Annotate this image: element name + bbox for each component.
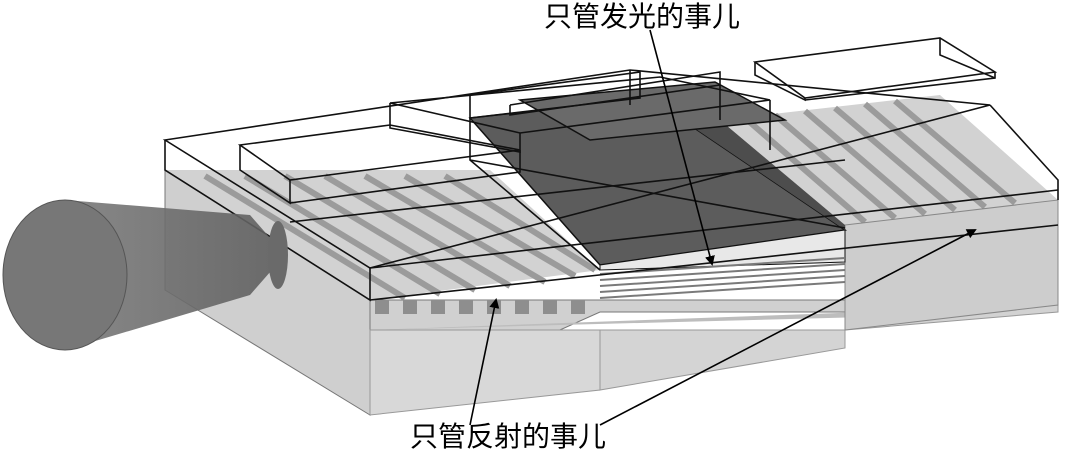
beam-end-face (2, 199, 128, 351)
cladding-diag-a (369, 189, 1059, 269)
active-layers (599, 257, 846, 299)
callout-arrows (469, 29, 977, 426)
right-grating-stripes (743, 98, 1017, 225)
reflector-arrow-left (469, 298, 500, 426)
right-ridge-right (939, 38, 996, 79)
right-ridge-side (754, 62, 806, 102)
right-grating-section (720, 95, 1059, 331)
cladding-diag-b (289, 159, 846, 223)
left-mid-box (509, 71, 721, 120)
left-grating-teeth (375, 300, 585, 314)
left-mid-box-b (509, 84, 721, 116)
substrate-bottom-band (369, 329, 601, 416)
right-cladding-end (989, 104, 1059, 200)
right-ridge-box (752, 37, 998, 99)
gain-section-label: 只管发光的事儿 (544, 0, 741, 33)
left-ridge-side (239, 145, 291, 205)
output-beam (2, 199, 288, 351)
reflector-arrow-right (599, 229, 977, 426)
reflector-section-label: 只管反射的事儿 (410, 420, 607, 453)
active-block-front (599, 229, 846, 271)
substrate-bottom-band-mid (599, 329, 846, 391)
left-ridge-front (289, 150, 521, 204)
center-box-front (389, 103, 521, 153)
gain-arrow (649, 29, 715, 266)
right-grating-front-face (844, 199, 1059, 331)
right-grating-top (720, 95, 1058, 225)
center-tall-mid (469, 159, 846, 229)
beam-tip (268, 221, 288, 289)
beam-cone (65, 200, 285, 350)
left-grating-section (165, 170, 600, 314)
